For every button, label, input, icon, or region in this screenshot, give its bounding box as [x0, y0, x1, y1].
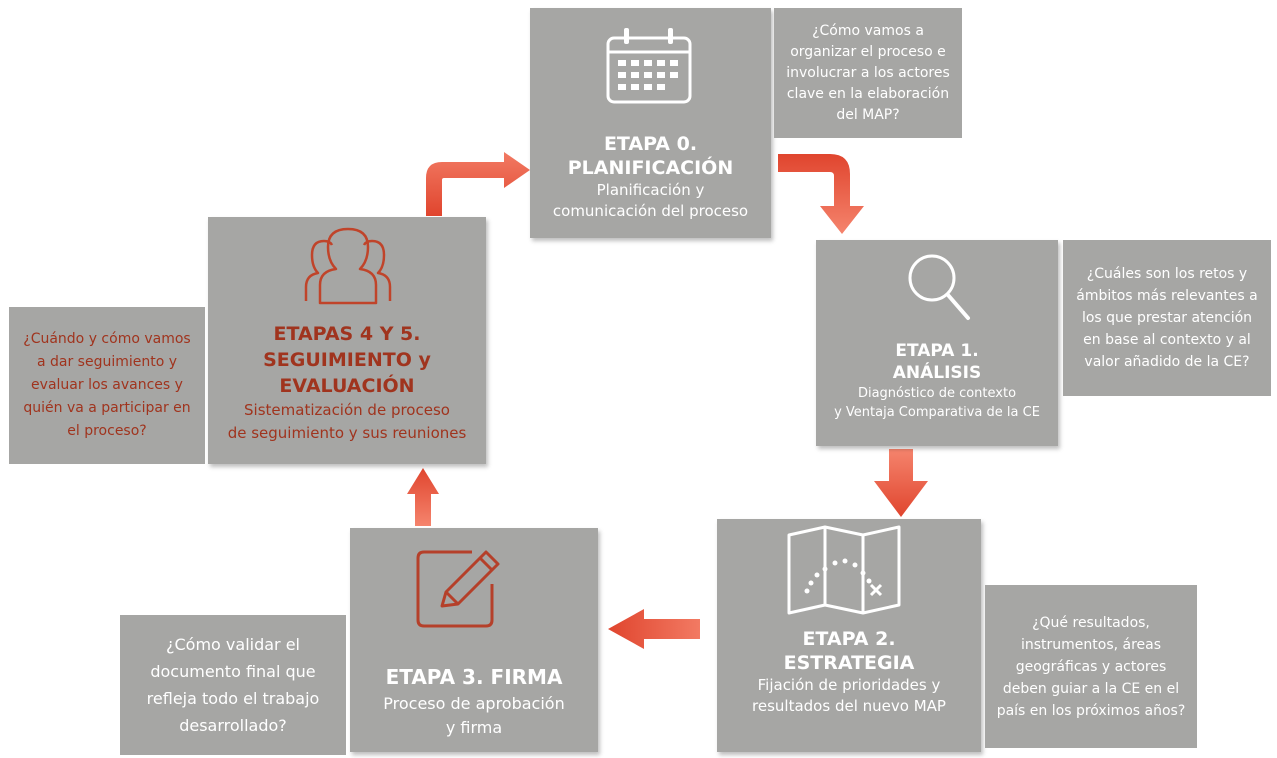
- stage-2-sub-line1: Fijación de prioridades y: [757, 676, 941, 694]
- stage-1-sub-line1: Diagnóstico de contexto: [857, 386, 1017, 401]
- stage-3-box: ETAPA 3. FIRMA Proceso de aprobación y f…: [350, 528, 598, 752]
- stage-45-title-line3: EVALUACIÓN: [279, 375, 415, 397]
- question-stage-3: ¿Cómo validar el documento final que ref…: [120, 615, 346, 755]
- stage-45-title-line2: SEGUIMIENTO y: [263, 349, 431, 371]
- stage-45-title-line1: ETAPAS 4 Y 5.: [273, 323, 421, 345]
- arrow-s3-to-s45: [407, 468, 439, 526]
- calendar-icon: [606, 28, 692, 104]
- stage-0-title-line2: PLANIFICACIÓN: [567, 157, 734, 179]
- stage-1-sub-line2: y Ventaja Comparativa de la CE: [834, 405, 1040, 420]
- stage-3-sub-line2: y firma: [445, 718, 503, 737]
- stage-1-title-line1: ETAPA 1.: [895, 341, 979, 361]
- stage-2-title-line2: ESTRATEGIA: [783, 652, 915, 674]
- stage-3-sub-line1: Proceso de aprobación: [383, 694, 565, 713]
- stage-3-title: ETAPA 3. FIRMA: [385, 665, 563, 689]
- stage-45-sub-line1: Sistematización de proceso: [244, 401, 450, 419]
- question-stage-45: ¿Cuándo y cómo vamos a dar seguimiento y…: [9, 307, 205, 464]
- arrow-s1-to-s2: [874, 449, 928, 517]
- stage-0-title-line1: ETAPA 0.: [603, 133, 698, 155]
- map-icon: [787, 525, 901, 615]
- stage-1-title-line2: ANÁLISIS: [892, 363, 982, 383]
- arrow-s2-to-s3: [608, 609, 700, 649]
- stage-45-box: ETAPAS 4 Y 5. SEGUIMIENTO y EVALUACIÓN S…: [208, 217, 486, 464]
- stage-0-sub-line2: comunicación del proceso: [552, 202, 749, 220]
- stage-0-box: ETAPA 0. PLANIFICACIÓN Planificación y c…: [530, 8, 771, 238]
- arrow-s45-to-s0: [426, 152, 530, 216]
- magnifier-icon: [908, 254, 970, 320]
- question-stage-1: ¿Cuáles son los retos y ámbitos más rele…: [1063, 240, 1271, 396]
- stage-0-sub-line1: Planificación y: [596, 181, 705, 199]
- question-stage-2: ¿Qué resultados, instrumentos, áreas geo…: [985, 585, 1197, 748]
- arrow-s0-to-s1: [778, 154, 864, 234]
- question-stage-0: ¿Cómo vamos a organizar el proceso e inv…: [774, 8, 962, 138]
- stage-45-sub-line2: de seguimiento y sus reuniones: [227, 424, 467, 442]
- stage-2-sub-line2: resultados del nuevo MAP: [752, 697, 946, 715]
- stage-1-box: ETAPA 1. ANÁLISIS Diagnóstico de context…: [816, 240, 1058, 446]
- people-icon: [304, 227, 392, 305]
- edit-icon: [416, 550, 500, 628]
- stage-2-box: ETAPA 2. ESTRATEGIA Fijación de priorida…: [717, 519, 981, 752]
- stage-2-title-line1: ETAPA 2.: [802, 628, 896, 650]
